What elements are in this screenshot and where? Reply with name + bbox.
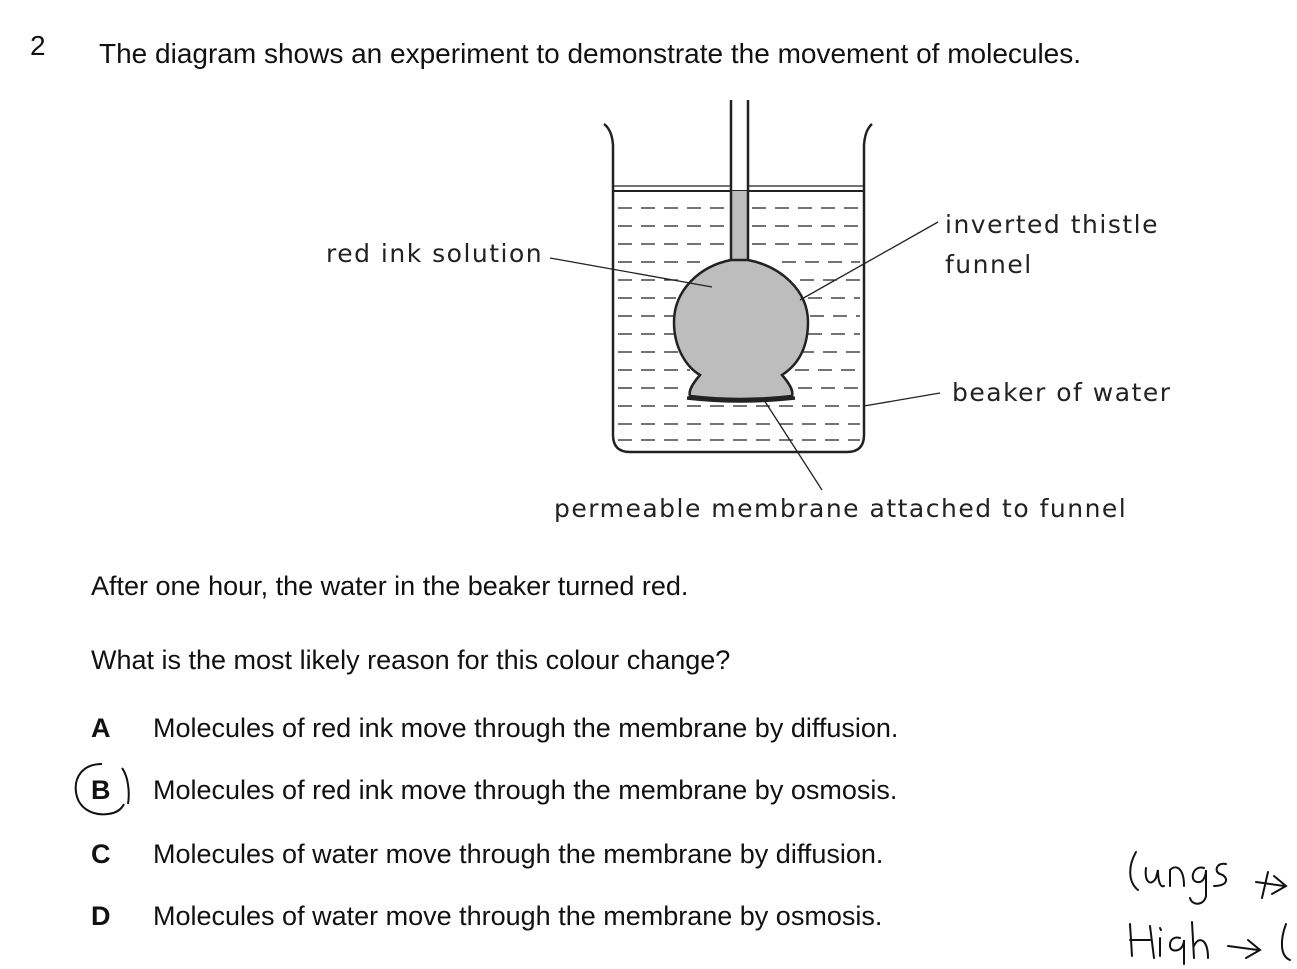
- option-a-letter: A: [91, 713, 111, 743]
- water-hatching: [618, 207, 860, 441]
- option-b-letter: B: [91, 775, 111, 805]
- selected-answer-circle: [74, 763, 130, 816]
- label-inverted-thistle: inverted thistle: [945, 210, 1159, 239]
- option-c-letter: C: [91, 839, 111, 869]
- option-c-text[interactable]: Molecules of water move through the memb…: [153, 839, 884, 869]
- leader-lines: [549, 221, 941, 491]
- question-stem: The diagram shows an experiment to demon…: [99, 38, 1082, 69]
- question-number: 2: [30, 30, 46, 61]
- option-d-text[interactable]: Molecules of water move through the memb…: [153, 901, 883, 931]
- label-funnel: funnel: [945, 250, 1033, 279]
- after-statement: After one hour, the water in the beaker …: [91, 571, 689, 601]
- beaker: [603, 123, 873, 454]
- option-b-text[interactable]: Molecules of red ink move through the me…: [153, 775, 898, 805]
- label-beaker-of-water: beaker of water: [952, 378, 1172, 407]
- option-a-text[interactable]: Molecules of red ink move through the me…: [153, 713, 899, 743]
- label-permeable-membrane: permeable membrane attached to funnel: [554, 494, 1128, 523]
- question-prompt: What is the most likely reason for this …: [91, 645, 731, 675]
- label-red-ink-solution: red ink solution: [326, 239, 544, 268]
- option-d-letter: D: [91, 901, 111, 931]
- thistle-funnel: [672, 100, 810, 403]
